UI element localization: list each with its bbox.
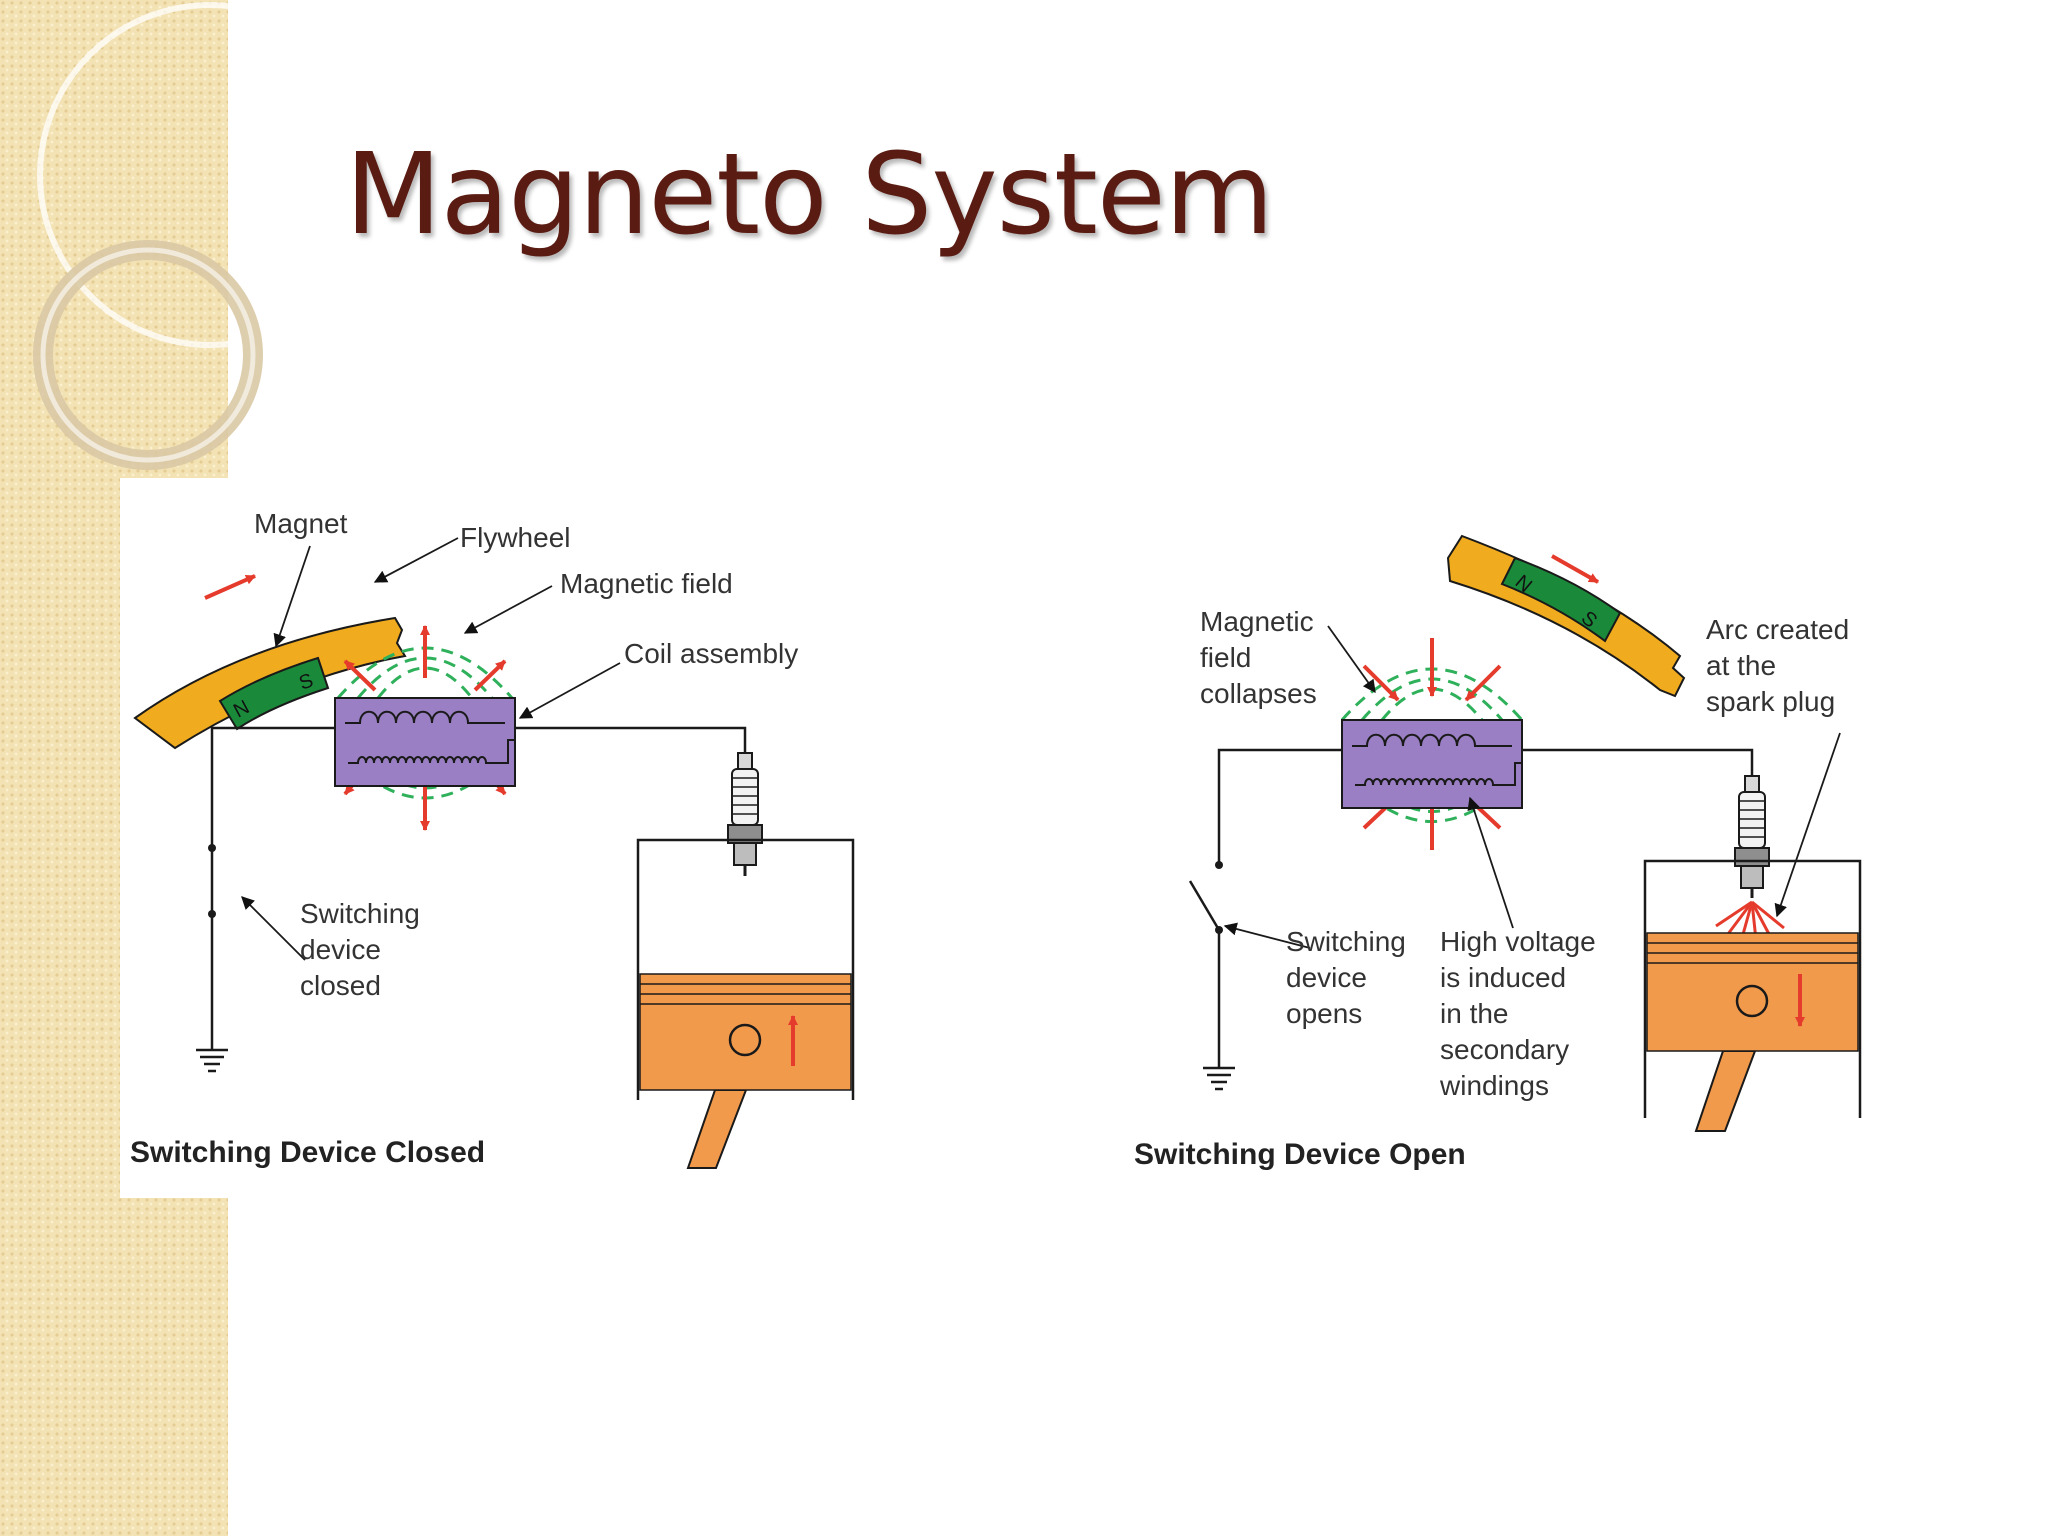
- label-coil-assembly: Coil assembly: [624, 638, 799, 669]
- magnet-icon: N S: [1500, 556, 1622, 643]
- label-high-voltage-induced: High voltage is induced in the secondary…: [1440, 926, 1596, 1101]
- label-switching-device-opens: Switching device opens: [1286, 926, 1406, 1029]
- label-magnet: Magnet: [254, 508, 348, 539]
- coil-icon: [1341, 719, 1523, 809]
- rotation-arrow: [1551, 554, 1599, 584]
- switch-icon: [208, 844, 216, 918]
- leader-lines-left: [241, 537, 621, 961]
- leader-lines-right: [1223, 625, 1841, 949]
- magneto-diagram-panel: N S: [120, 478, 1900, 1198]
- diagram-left: N S: [133, 537, 855, 1169]
- decorative-rings: [33, 2, 300, 470]
- spark-plug-icon: [727, 752, 763, 876]
- slide-title: Magneto System: [345, 130, 1274, 260]
- ground-icon: [196, 1048, 228, 1073]
- spark-plug-icon: [1734, 775, 1770, 898]
- label-arc-created: Arc created at the spark plug: [1706, 614, 1850, 717]
- diagram-right: N S: [1188, 534, 1862, 1132]
- label-switching-device-closed: Switching device closed: [300, 898, 420, 1001]
- primary-circuit-wire: [1217, 748, 1754, 1068]
- label-flywheel: Flywheel: [460, 522, 571, 553]
- magnet-icon: N S: [218, 656, 330, 731]
- label-magnetic-field-collapses: Magnetic field collapses: [1200, 606, 1317, 709]
- rotation-arrow: [204, 574, 256, 600]
- ground-icon: [1203, 1066, 1235, 1091]
- piston-icon: [1643, 859, 1862, 1132]
- piston-icon: [636, 838, 855, 1169]
- magneto-diagram: N S: [133, 534, 1862, 1169]
- coil-icon: [334, 697, 516, 787]
- primary-circuit-wire: [210, 726, 747, 1050]
- switch-icon: [1188, 861, 1223, 934]
- label-magnetic-field: Magnetic field: [560, 568, 733, 599]
- caption-switching-device-open: Switching Device Open: [1134, 1138, 1466, 1171]
- caption-switching-device-closed: Switching Device Closed: [130, 1136, 486, 1169]
- spark-arc: [1715, 900, 1785, 941]
